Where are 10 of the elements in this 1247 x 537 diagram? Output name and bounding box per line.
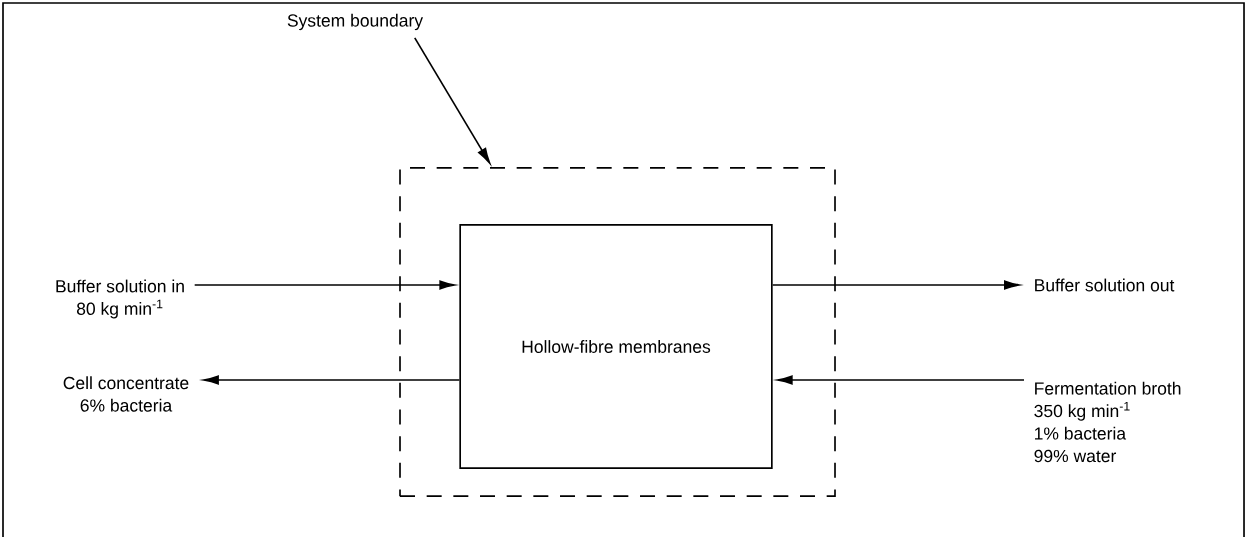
arrow: [776, 375, 1025, 385]
arrow: [193, 280, 456, 290]
arrow: [413, 37, 491, 164]
stream-label: Cell concentrate 6% bacteria: [63, 376, 189, 412]
stream-label: Buffer solution in 80 kg min$^{-1}$: [56, 279, 184, 319]
stream-label: Buffer solution out: [1035, 278, 1175, 292]
stream-label: Fermentation broth 350 kg min$^{-1}$ 1% bacteria 99% water: [1034, 381, 1181, 463]
boundary-box: [399, 167, 836, 497]
process-box: Hollow-fibre membranes: [459, 224, 773, 469]
text-label: System boundary: [287, 13, 423, 31]
